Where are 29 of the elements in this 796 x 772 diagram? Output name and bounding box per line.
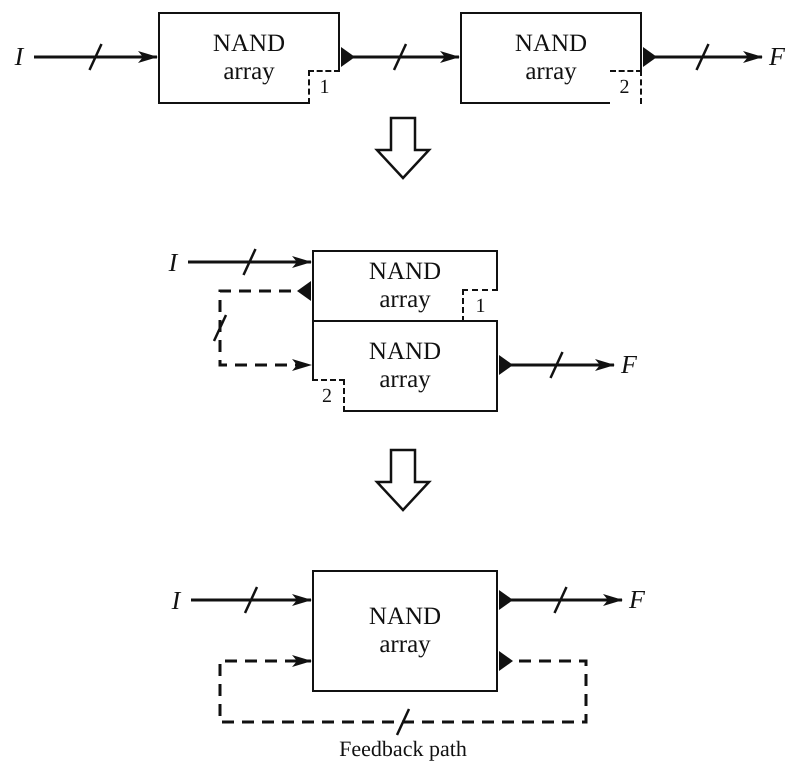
nand-array-box	[460, 12, 642, 104]
signal-label: I	[165, 584, 187, 618]
nand-array-box	[158, 12, 340, 104]
number-tag: 1	[462, 288, 498, 322]
nand-array-box	[312, 320, 498, 412]
arrow	[218, 651, 588, 724]
number-tag: 2	[312, 378, 344, 412]
nand-array-box	[312, 250, 498, 322]
signal-label: I	[162, 246, 184, 280]
signal-label: I	[8, 40, 30, 74]
arrow	[34, 51, 158, 63]
box-label: NAND array	[368, 603, 442, 659]
number-tag: 2	[610, 70, 642, 104]
arrow	[191, 594, 312, 606]
arrow	[643, 47, 763, 67]
box-label: NAND array	[212, 30, 286, 86]
box-label: NAND array	[368, 258, 442, 314]
arrow	[188, 256, 312, 268]
box-label: NAND array	[368, 338, 442, 394]
arrow	[218, 281, 312, 371]
signal-label: F	[766, 40, 788, 74]
signal-label: F	[626, 583, 648, 617]
nand-array-box	[312, 570, 498, 692]
number-tag: 1	[308, 70, 340, 104]
arrow	[499, 590, 623, 610]
arrow	[499, 355, 615, 375]
box-label: NAND array	[514, 30, 588, 86]
signal-label: F	[618, 348, 640, 382]
arrow	[341, 47, 460, 67]
